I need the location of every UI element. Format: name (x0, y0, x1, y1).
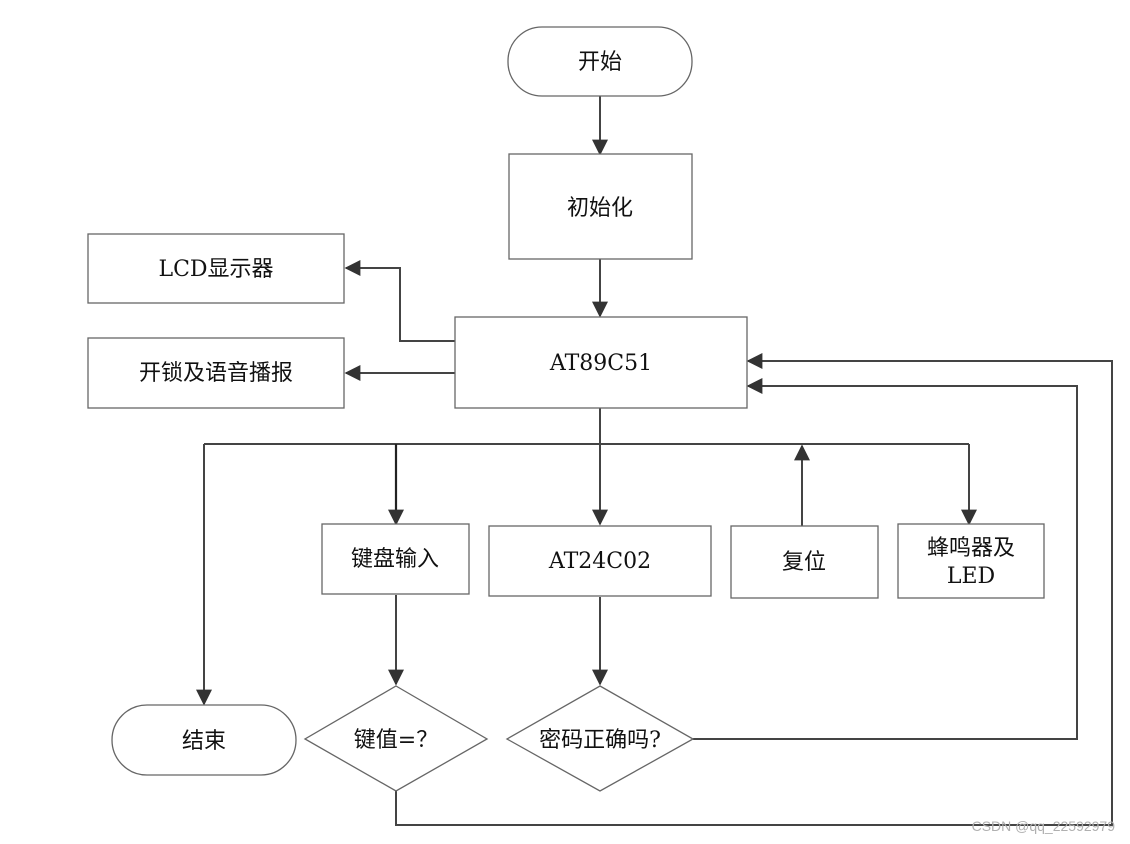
key-check-diamond: 键值=？ (303, 685, 489, 792)
keyboard-label: 键盘输入 (351, 547, 439, 572)
arrow-pwdcheck-to-mcu (693, 378, 1078, 740)
init-label: 初始化 (567, 196, 633, 221)
arrow-mcu-to-lcd (344, 260, 455, 342)
mcu-label: AT89C51 (549, 351, 652, 376)
arrow-keycheck-to-mcu (395, 353, 1113, 826)
buzzer-label-line2: LED (947, 564, 995, 589)
reset-box: 复位 (730, 525, 879, 599)
connectors (196, 96, 1113, 826)
unlock-box: 开锁及语音播报 (87, 337, 345, 409)
start-terminal: 开始 (507, 26, 693, 97)
pwd-check-label: 密码正确吗? (539, 728, 661, 753)
eeprom-label: AT24C02 (548, 549, 651, 574)
keyboard-box: 键盘输入 (321, 523, 470, 595)
lcd-box: LCD显示器 (87, 233, 345, 304)
watermark-text: CSDN @qq_22592979 (972, 818, 1116, 834)
init-box: 初始化 (508, 153, 693, 260)
unlock-label: 开锁及语音播报 (139, 361, 293, 386)
start-label: 开始 (578, 50, 622, 75)
key-check-label: 键值=？ (354, 728, 438, 753)
mcu-box: AT89C51 (454, 316, 748, 409)
pwd-check-diamond: 密码正确吗? (505, 685, 695, 792)
buzzer-label-line1: 蜂鸣器及 (927, 536, 1015, 561)
lcd-label: LCD显示器 (158, 257, 273, 282)
eeprom-box: AT24C02 (488, 525, 712, 597)
end-label: 结束 (182, 729, 226, 754)
reset-label: 复位 (782, 550, 826, 575)
end-terminal: 结束 (111, 704, 297, 776)
buzzer-box: 蜂鸣器及 LED (897, 523, 1045, 599)
